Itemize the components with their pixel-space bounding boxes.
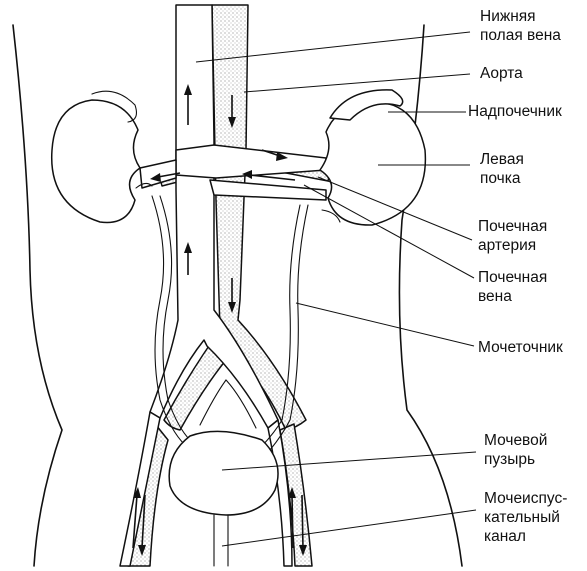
label-adrenal-gland: Надпочечник — [468, 102, 562, 121]
right-kidney — [52, 91, 152, 222]
label-aorta: Аорта — [480, 64, 523, 83]
left-kidney — [320, 90, 425, 225]
label-ureter: Мочеточник — [478, 338, 563, 357]
